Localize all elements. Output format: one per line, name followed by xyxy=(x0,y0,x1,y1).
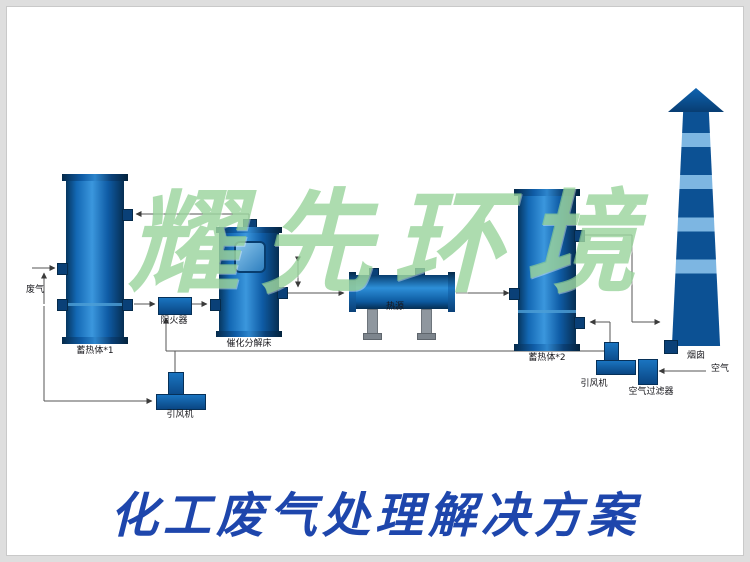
nozzle xyxy=(57,263,68,275)
support-foot xyxy=(417,333,436,340)
catalytic-bed-label: 催化分解床 xyxy=(226,339,272,349)
waste-gas-label: 废气 xyxy=(26,285,45,295)
nozzle xyxy=(277,287,288,299)
vessel-flange xyxy=(216,331,282,337)
fan-right-label: 引风机 xyxy=(580,379,608,389)
nozzle xyxy=(509,288,520,300)
inspection-window xyxy=(234,241,266,273)
induced-fan-bottom xyxy=(156,370,206,410)
page-title: 化工废气处理解决方案 xyxy=(109,488,640,544)
vessel-seam xyxy=(66,303,124,306)
induced-fan-right xyxy=(596,342,636,375)
nozzle xyxy=(210,299,221,311)
flame-arrester-label: 阻火器 xyxy=(160,316,188,326)
chimney-inlet-nozzle xyxy=(664,340,678,354)
regenerator1-label: 蓄热体*1 xyxy=(76,346,114,356)
heat-source-label: 热源 xyxy=(386,302,405,312)
nozzle xyxy=(57,299,68,311)
cylinder-flange xyxy=(448,272,455,312)
fan-casing xyxy=(156,394,206,410)
flame-arrester-box xyxy=(158,297,192,315)
regenerator2-label: 蓄热体*2 xyxy=(528,353,566,363)
nozzle xyxy=(574,317,585,329)
vessel-flange xyxy=(514,189,580,196)
nozzle xyxy=(122,209,133,221)
air-filter-box xyxy=(638,359,658,385)
support-foot xyxy=(363,333,382,340)
nozzle xyxy=(122,299,133,311)
cylinder-flange xyxy=(349,272,356,312)
cylinder-body xyxy=(356,275,448,309)
nozzle xyxy=(574,230,585,242)
catalytic-bed-vessel xyxy=(210,219,288,337)
vessel-flange xyxy=(514,344,580,351)
vessel-flange xyxy=(216,227,282,233)
vessel-seam xyxy=(518,310,576,313)
regenerator2-vessel xyxy=(509,189,585,351)
regenerator1-vessel xyxy=(57,174,133,344)
vessel-flange xyxy=(62,337,128,344)
chimney-label: 烟囱 xyxy=(687,351,706,361)
air-label: 空气 xyxy=(711,364,730,374)
chimney-stack xyxy=(664,88,724,354)
chimney-body xyxy=(671,112,721,346)
fan-casing xyxy=(596,360,636,375)
air-filter-label: 空气过滤器 xyxy=(628,387,674,397)
chimney-cap xyxy=(668,88,724,112)
fan-bottom-label: 引风机 xyxy=(166,410,194,420)
heat-source-cylinder xyxy=(349,268,455,340)
vessel-body xyxy=(518,196,576,344)
vessel-body xyxy=(66,181,124,337)
pipe-connectors xyxy=(32,211,706,404)
vessel-flange xyxy=(62,174,128,181)
